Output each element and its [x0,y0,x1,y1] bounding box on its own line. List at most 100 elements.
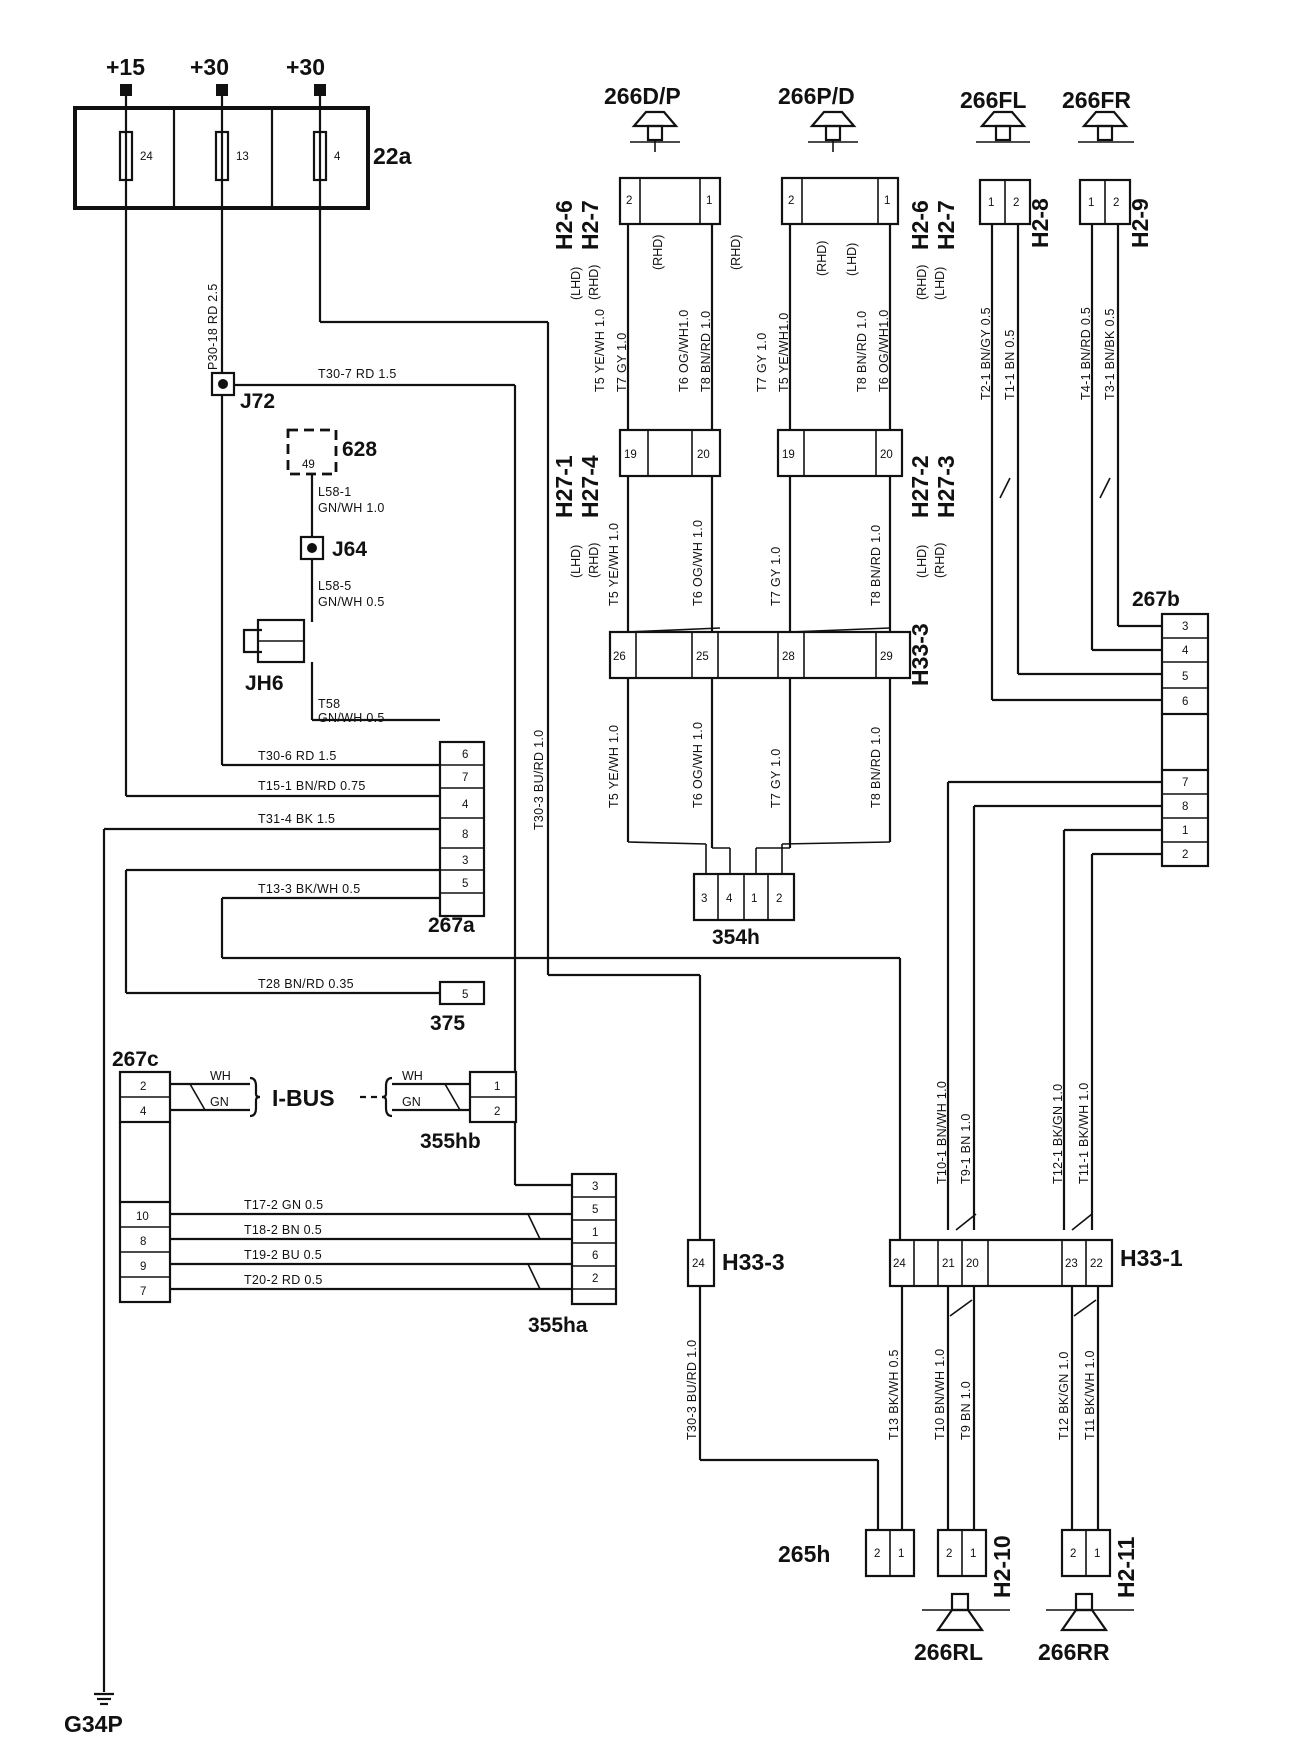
connector-375 [438,980,486,1006]
h2-6-left-pin-2: 2 [626,195,632,207]
ibus-gn-left: GN [210,1095,229,1109]
h2-6-right-pin-2: 2 [788,195,794,207]
speaker-266pd-label: 266P/D [778,83,855,109]
355ha-pin-1: 1 [592,1227,598,1239]
wire-p30-18-label: P30-18 RD 2.5 [206,283,220,370]
267b-pin-7: 7 [1182,777,1188,789]
wire-t7-low: T7 GY 1.0 [769,749,783,808]
h27-right-pin-19: 19 [782,449,795,461]
h2-9-pin-1: 1 [1088,197,1094,209]
wire-t30-3-label: T30-3 BU/RD 1.0 [532,730,546,830]
ibus-wires [170,1070,518,1124]
wire-t30-6-label: T30-6 RD 1.5 [258,749,337,763]
h33-3-pin-26: 26 [613,651,626,663]
h2-7-left-label: H2-7 [577,200,603,250]
267a-pin-8: 8 [462,829,468,841]
rear-speaker-wires-upper [946,780,1162,1231]
h33-1-pin-22: 22 [1090,1258,1103,1270]
267c-pin-2: 2 [140,1081,146,1093]
267a-pin-3: 3 [462,855,468,867]
h33-3-pin-25: 25 [696,651,709,663]
375-pin-5: 5 [462,989,468,1001]
267c-pin-8: 8 [140,1236,146,1248]
speaker-266rr-symbol [1046,1592,1134,1632]
wire-t28-label: T28 BN/RD 0.35 [258,977,354,991]
h33-1-label: H33-1 [1120,1245,1183,1271]
wire-t30-3-lower: T30-3 BU/RD 1.0 [685,1340,699,1440]
marker-rhd-2: (RHD) [651,235,665,270]
power-30b-terminal [314,84,326,96]
marker-rhd-4: (RHD) [815,241,829,276]
power-15-label: +15 [106,54,145,80]
connector-267b [1160,612,1210,868]
267b-pin-1: 1 [1182,825,1188,837]
h2-11-label: H2-11 [1113,1536,1139,1598]
355hb-pin-1: 1 [494,1081,500,1093]
speaker-266fl-label: 266FL [960,87,1026,113]
wire-t5-up2: T5 YE/WH1.0 [777,313,791,392]
h27-right-pin-20: 20 [880,449,893,461]
wire-t15-1-label: T15-1 BN/RD 0.75 [258,779,366,793]
connector-h2-6-right [780,176,900,226]
h2-6-right-label: H2-6 [907,200,933,250]
power-30b-label: +30 [286,54,325,80]
power-15-terminal [120,84,132,96]
267a-pin-6: 6 [462,749,468,761]
fuse-24-label: 24 [140,151,153,163]
connector-h33-3-row [608,630,912,680]
265h-label: 265h [778,1541,830,1567]
wire-l58-1-spec: GN/WH 1.0 [318,501,385,515]
wire-t7-up2: T7 GY 1.0 [755,333,769,392]
power-30a-terminal [216,84,228,96]
wire-t5-low: T5 YE/WH 1.0 [607,725,621,808]
267a-pin-4: 4 [462,799,469,811]
wire-t58-spec: GN/WH 0.5 [318,711,385,725]
h27-2-label: H27-2 [907,455,933,518]
267b-pin-3: 3 [1182,621,1188,633]
wire-t10-1: T10-1 BN/WH 1.0 [935,1081,949,1184]
h2-7-right-label: H2-7 [933,200,959,250]
267c-pin-9: 9 [140,1261,146,1273]
connector-267a [438,740,486,918]
marker-lhd-1: (LHD) [569,267,583,300]
component-628-pin: 49 [302,459,315,471]
355hb-label: 355hb [420,1130,481,1153]
wire-t6-low: T6 OG/WH 1.0 [691,722,705,808]
h27-left-pin-19: 19 [624,449,637,461]
j72-label: J72 [240,390,275,413]
h33-1-pin-21: 21 [942,1258,955,1270]
h33-3-small-pin-24: 24 [692,1258,705,1270]
h2-6-left-pin-1: 1 [706,195,712,207]
wire-t12-lower: T12 BK/GN 1.0 [1057,1351,1071,1440]
wire-t30-7-label: T30-7 RD 1.5 [318,367,397,381]
wire-t6-up2: T6 OG/WH1.0 [877,310,891,392]
267c-pin-7: 7 [140,1286,146,1298]
marker-rhd-1: (RHD) [587,265,601,300]
marker-lhd-4: (LHD) [569,545,583,578]
267b-pin-5: 5 [1182,671,1188,683]
j64-label: J64 [332,538,367,561]
267b-pin-4: 4 [1182,645,1189,657]
ibus-gn-right: GN [402,1095,421,1109]
h2-10-label: H2-10 [989,1535,1015,1598]
267c-pin-10: 10 [136,1211,149,1223]
speaker-266dp-label: 266D/P [604,83,681,109]
connector-354h [692,872,796,922]
h27-1-label: H27-1 [551,455,577,518]
355ha-pin-2: 2 [592,1273,598,1285]
wire-t5-up: T5 YE/WH 1.0 [593,309,607,392]
wire-t8-up: T8 BN/RD 1.0 [699,311,713,392]
h2-6-right-pin-1: 1 [884,195,890,207]
wire-t58-code: T58 [318,697,340,711]
connector-355ha [170,1172,618,1306]
267a-label: 267a [428,914,475,937]
component-628-label: 628 [342,438,377,461]
h33-1-pin-20: 20 [966,1258,979,1270]
h2-8-pin-2: 2 [1013,197,1019,209]
wire-t11-1: T11-1 BK/WH 1.0 [1077,1082,1091,1184]
267b-pin-2: 2 [1182,849,1188,861]
h33-1-pin-24: 24 [893,1258,906,1270]
265h-pin-1: 1 [898,1548,904,1560]
ground-and-267a-wires [94,827,902,1706]
j64-dot [307,543,317,553]
